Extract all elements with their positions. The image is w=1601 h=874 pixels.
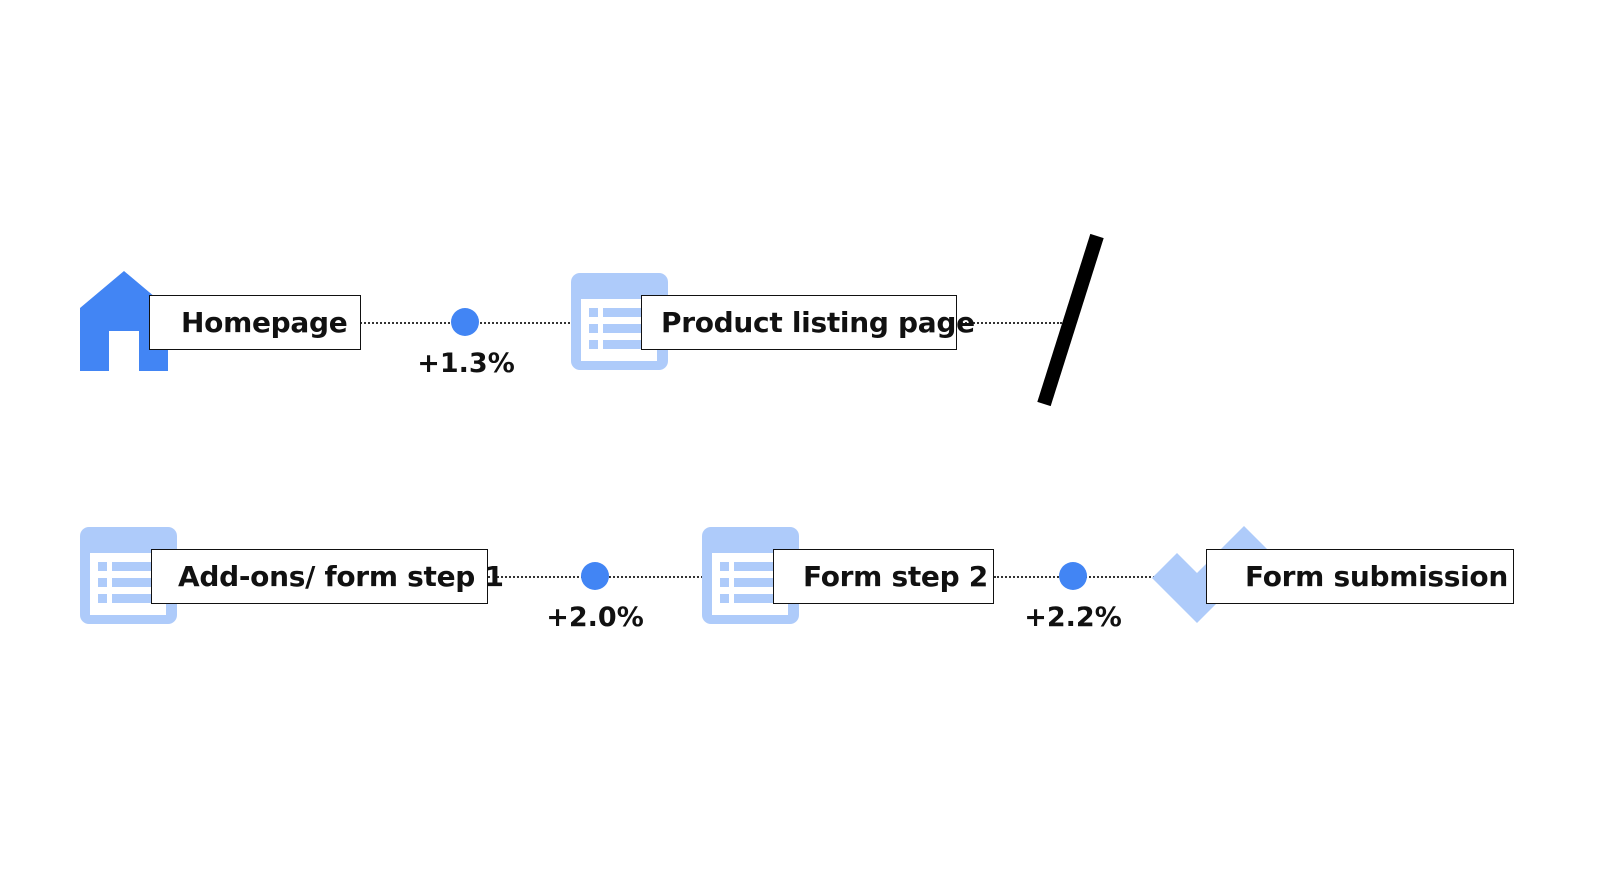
home-icon — [80, 271, 168, 371]
connector-addons-step2 — [488, 576, 763, 578]
conversion-dot — [451, 308, 479, 336]
conversion-dot — [581, 562, 609, 590]
conversion-dot — [1059, 562, 1087, 590]
connector-home-plp — [360, 322, 630, 324]
step-addons-box: Add-ons/ form step 1 — [151, 549, 504, 604]
step-form-submission-box: Form submission — [1206, 549, 1514, 604]
step-form-step-2-box: Form step 2 — [773, 549, 994, 604]
step-product-listing-box: Product listing page — [641, 295, 975, 350]
step-homepage-box: Homepage — [149, 295, 361, 350]
connector-plp-break — [958, 322, 1062, 324]
connector-step2-submit — [994, 576, 1206, 578]
step-form-submission-label: Form submission — [1245, 560, 1508, 593]
step-product-listing-label: Product listing page — [661, 306, 975, 339]
document-list-icon — [571, 273, 668, 370]
conversion-change-step2-submit: +2.2% — [1024, 602, 1122, 633]
slash-break-icon — [1037, 233, 1104, 407]
conversion-change-addons-step2: +2.0% — [546, 602, 644, 633]
step-form-step-2-label: Form step 2 — [803, 560, 988, 593]
step-homepage-label: Homepage — [181, 306, 348, 339]
conversion-change-home-plp: +1.3% — [417, 348, 515, 379]
step-addons-label: Add-ons/ form step 1 — [178, 560, 504, 593]
